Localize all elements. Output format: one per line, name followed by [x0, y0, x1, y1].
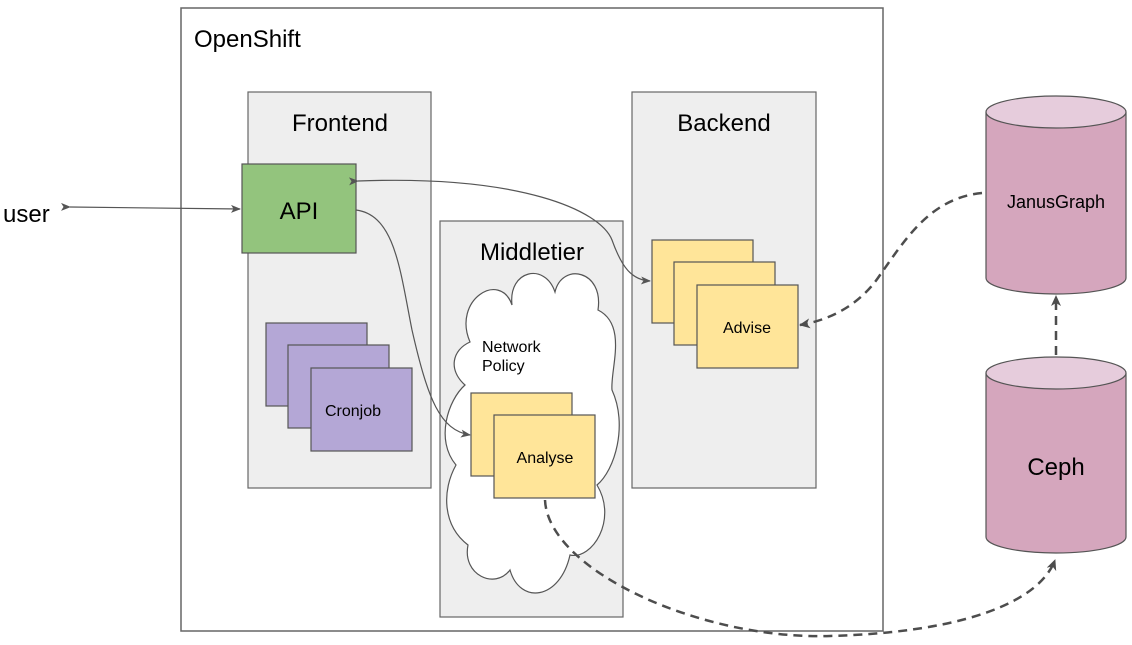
- network-policy-line2: Policy: [482, 358, 525, 375]
- network-policy-line1: Network: [482, 339, 542, 356]
- connectors: [60, 177, 1061, 638]
- janusgraph-database: JanusGraph: [985, 95, 1127, 295]
- analyse-label: Analyse: [517, 450, 574, 467]
- janusgraph-advise-connector: [799, 191, 983, 329]
- analyse-stack: Analyse: [470, 392, 596, 499]
- ceph-database: Ceph: [985, 356, 1127, 554]
- api-label: API: [280, 198, 319, 225]
- user-label: user: [3, 201, 50, 228]
- user-api-connector: [60, 202, 241, 213]
- cronjob-label: Cronjob: [325, 403, 381, 420]
- openshift-label: OpenShift: [194, 26, 301, 53]
- janusgraph-label: JanusGraph: [1007, 192, 1105, 212]
- analyse-ceph-connector: [543, 499, 1057, 638]
- advise-label: Advise: [723, 320, 771, 337]
- middletier-title: Middletier: [480, 239, 584, 266]
- backend-title: Backend: [677, 110, 770, 137]
- api-advise-connector: [348, 177, 651, 285]
- frontend-title: Frontend: [292, 110, 388, 137]
- advise-stack: Advise: [651, 239, 799, 369]
- api-analyse-connector: [355, 209, 471, 438]
- cronjob-stack: Cronjob: [265, 322, 413, 452]
- api-box: API: [241, 163, 357, 254]
- ceph-label: Ceph: [1027, 454, 1084, 481]
